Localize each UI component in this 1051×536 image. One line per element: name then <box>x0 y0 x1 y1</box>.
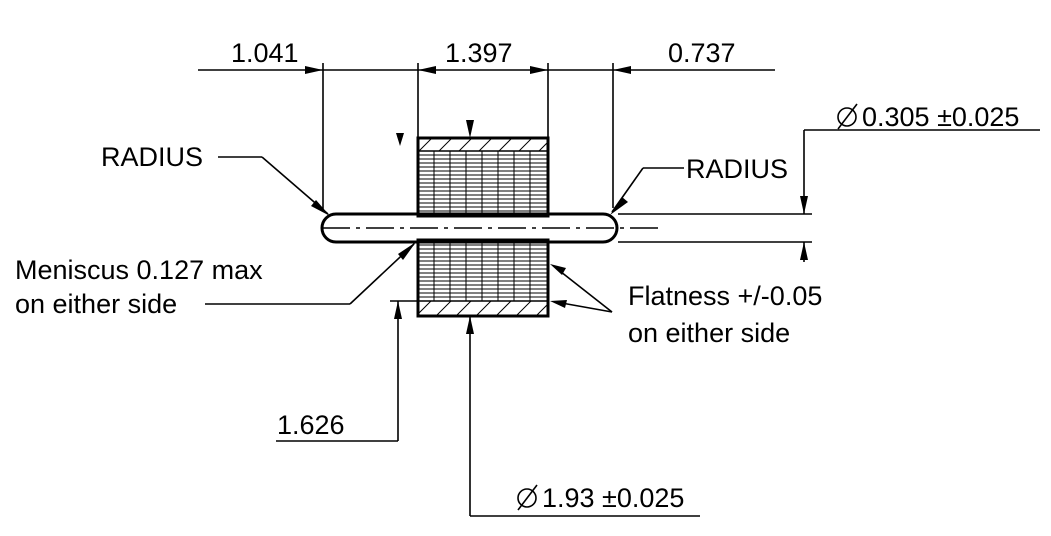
winding-pattern-bottom <box>418 241 548 301</box>
diameter-icon <box>517 484 538 511</box>
body-top-half <box>396 120 550 218</box>
body-top-outline <box>416 136 550 218</box>
flatness-callout: Flatness +/-0.05 on either side <box>550 264 822 348</box>
dimension-right-length: 0.737 <box>668 38 736 68</box>
arrowhead <box>550 264 566 275</box>
arrowhead <box>613 66 631 74</box>
top-dimension-chain: 1.041 1.397 0.737 <box>198 38 775 210</box>
wire-diameter-dimension: 0.305 ±0.025 <box>618 102 1040 262</box>
body-bottom-outline <box>416 238 550 318</box>
arrowhead <box>550 300 567 308</box>
flatness-arrow-top <box>466 120 474 138</box>
cap-marker-left <box>396 133 404 146</box>
leader-upper <box>555 267 613 313</box>
height-dimension: 1.626 <box>276 300 418 442</box>
flatness-label-line2: on either side <box>628 318 790 348</box>
meniscus-label-line1: Meniscus 0.127 max <box>15 255 263 285</box>
dimension-body-diameter: 1.93 ±0.025 <box>542 483 684 513</box>
body-diameter-dimension: 1.93 ±0.025 <box>466 316 700 517</box>
arrowhead <box>418 66 436 74</box>
dimension-wire-diameter: 0.305 ±0.025 <box>862 102 1019 132</box>
dimension-center-length: 1.397 <box>445 38 513 68</box>
radius-callout-right: RADIUS <box>610 154 788 215</box>
meniscus-callout: Meniscus 0.127 max on either side <box>15 242 416 319</box>
dimension-left-length: 1.041 <box>231 38 299 68</box>
meniscus-label-line2: on either side <box>15 289 177 319</box>
body-bottom-half <box>416 238 550 318</box>
radius-callout-left: RADIUS <box>101 142 330 216</box>
flatness-label-line1: Flatness +/-0.05 <box>628 281 822 311</box>
arrowhead <box>394 301 402 319</box>
cap-hatching <box>418 138 548 151</box>
arrowhead <box>466 316 474 334</box>
arrowhead <box>610 197 628 215</box>
arrowhead <box>305 66 323 74</box>
winding-pattern-top <box>418 151 548 215</box>
arrowhead <box>530 66 548 74</box>
arrowhead <box>800 196 808 214</box>
wire-lead <box>320 212 660 244</box>
diameter-icon <box>837 103 858 130</box>
cap-hatching <box>418 301 548 316</box>
arrowhead <box>311 200 330 216</box>
arrowhead <box>398 242 416 260</box>
radius-label-right: RADIUS <box>686 154 788 184</box>
radius-label-left: RADIUS <box>101 142 203 172</box>
dimension-height: 1.626 <box>277 410 345 440</box>
